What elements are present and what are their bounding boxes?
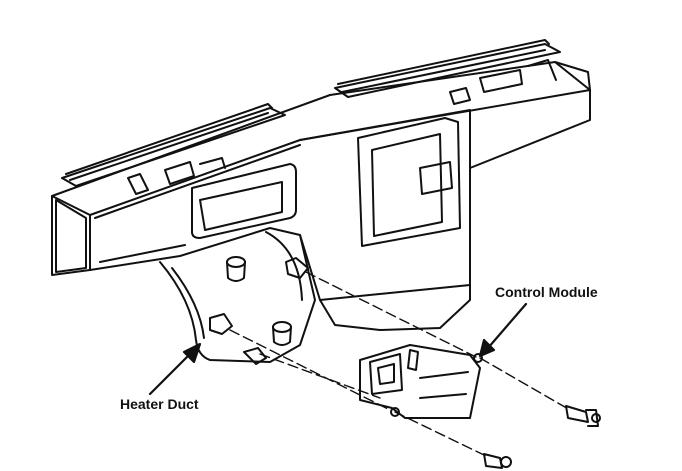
heater-duct-leader: [148, 342, 202, 396]
lower-screw: [483, 453, 512, 469]
heater-duct: [159, 231, 316, 365]
control-module: [359, 344, 483, 419]
assembly-lines: [229, 271, 571, 457]
left-outlet: [191, 163, 297, 239]
left-defroster-vent: [61, 103, 286, 187]
heater-duct-label: Heater Duct: [120, 396, 199, 412]
dash-housing: [51, 61, 591, 331]
control-module-label: Control Module: [495, 284, 598, 300]
control-module-leader: [478, 302, 528, 358]
top-clips: [127, 59, 557, 195]
right-opening: [357, 117, 461, 247]
upper-screw: [565, 405, 601, 427]
right-defroster-vent: [334, 39, 561, 98]
